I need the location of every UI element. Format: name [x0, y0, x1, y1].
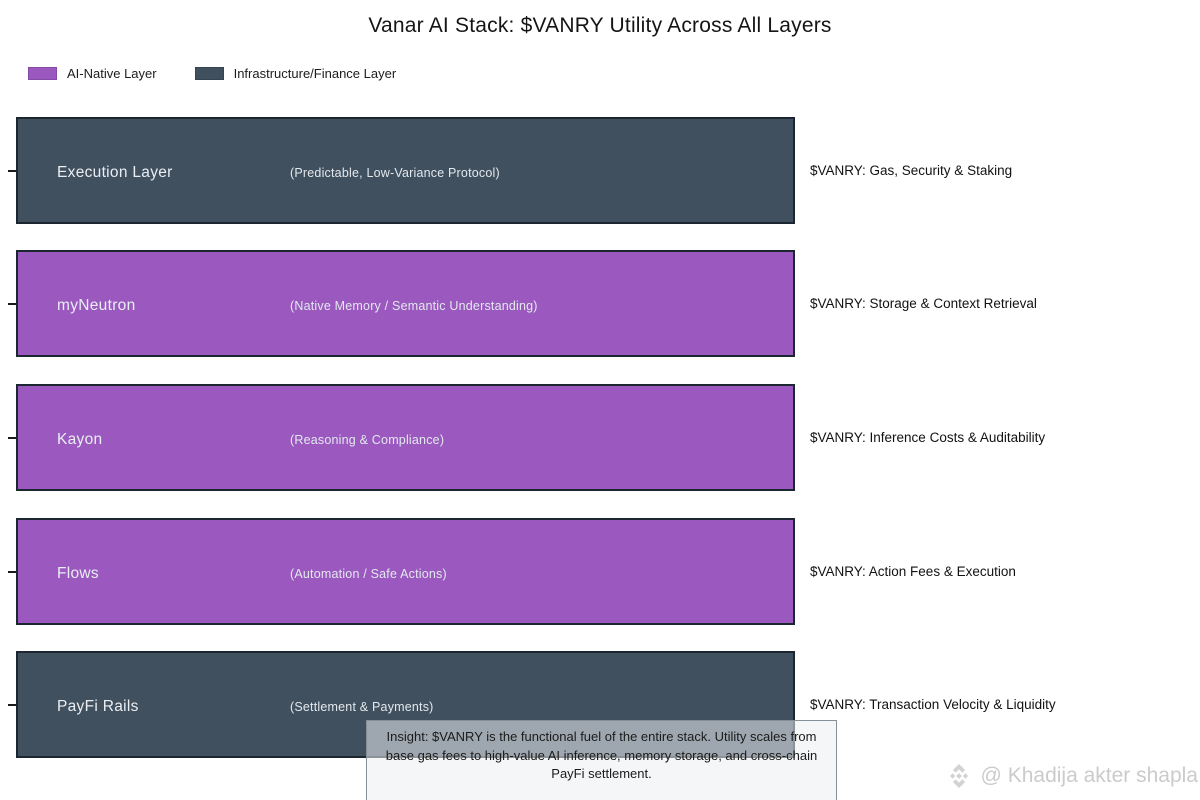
bar-sublabel: (Native Memory / Semantic Understanding) — [290, 298, 538, 313]
y-axis-tick — [8, 437, 16, 439]
diamond-logo-icon — [948, 763, 969, 789]
legend-label: AI-Native Layer — [67, 66, 157, 81]
y-axis-tick — [8, 303, 16, 305]
y-axis-tick — [8, 704, 16, 706]
bar-myneutron: myNeutron (Native Memory / Semantic Unde… — [16, 250, 795, 357]
bar-label: PayFi Rails — [57, 697, 139, 715]
legend-item-ai-native: AI-Native Layer — [28, 66, 157, 81]
bar-flows: Flows (Automation / Safe Actions) — [16, 518, 795, 625]
bar-execution-layer: Execution Layer (Predictable, Low-Varian… — [16, 117, 795, 224]
utility-label: $VANRY: Storage & Context Retrieval — [810, 296, 1037, 311]
utility-label: $VANRY: Gas, Security & Staking — [810, 163, 1013, 178]
bar-sublabel: (Reasoning & Compliance) — [290, 432, 445, 447]
legend-swatch-infra-finance — [194, 67, 224, 80]
legend: AI-Native Layer Infrastructure/Finance L… — [28, 66, 396, 81]
bar-label: Execution Layer — [57, 163, 173, 181]
bar-row-flows: Flows (Automation / Safe Actions) $VANRY… — [0, 518, 1200, 625]
bar-row-execution-layer: Execution Layer (Predictable, Low-Varian… — [0, 117, 1200, 224]
utility-label: $VANRY: Inference Costs & Auditability — [810, 430, 1046, 445]
y-axis-tick — [8, 571, 16, 573]
utility-label: $VANRY: Transaction Velocity & Liquidity — [810, 697, 1056, 712]
bar-sublabel: (Settlement & Payments) — [290, 699, 434, 714]
watermark: @ Khadija akter shapla — [943, 760, 1198, 792]
chart-title: Vanar AI Stack: $VANRY Utility Across Al… — [368, 14, 832, 37]
y-axis-tick — [8, 170, 16, 172]
legend-label: Infrastructure/Finance Layer — [233, 66, 397, 81]
bar-label: myNeutron — [57, 296, 136, 314]
bar-label: Flows — [57, 564, 99, 582]
bar-kayon: Kayon (Reasoning & Compliance) — [16, 384, 795, 491]
legend-item-infra-finance: Infrastructure/Finance Layer — [194, 66, 397, 81]
bar-label: Kayon — [57, 430, 103, 448]
bar-row-myneutron: myNeutron (Native Memory / Semantic Unde… — [0, 250, 1200, 357]
bar-sublabel: (Predictable, Low-Variance Protocol) — [290, 165, 500, 180]
insight-annotation: Insight: $VANRY is the functional fuel o… — [366, 720, 837, 800]
bar-row-kayon: Kayon (Reasoning & Compliance) $VANRY: I… — [0, 384, 1200, 491]
watermark-text: @ Khadija akter shapla — [980, 764, 1198, 787]
legend-swatch-ai-native — [28, 67, 57, 80]
bar-sublabel: (Automation / Safe Actions) — [290, 566, 447, 581]
utility-label: $VANRY: Action Fees & Execution — [810, 564, 1016, 579]
